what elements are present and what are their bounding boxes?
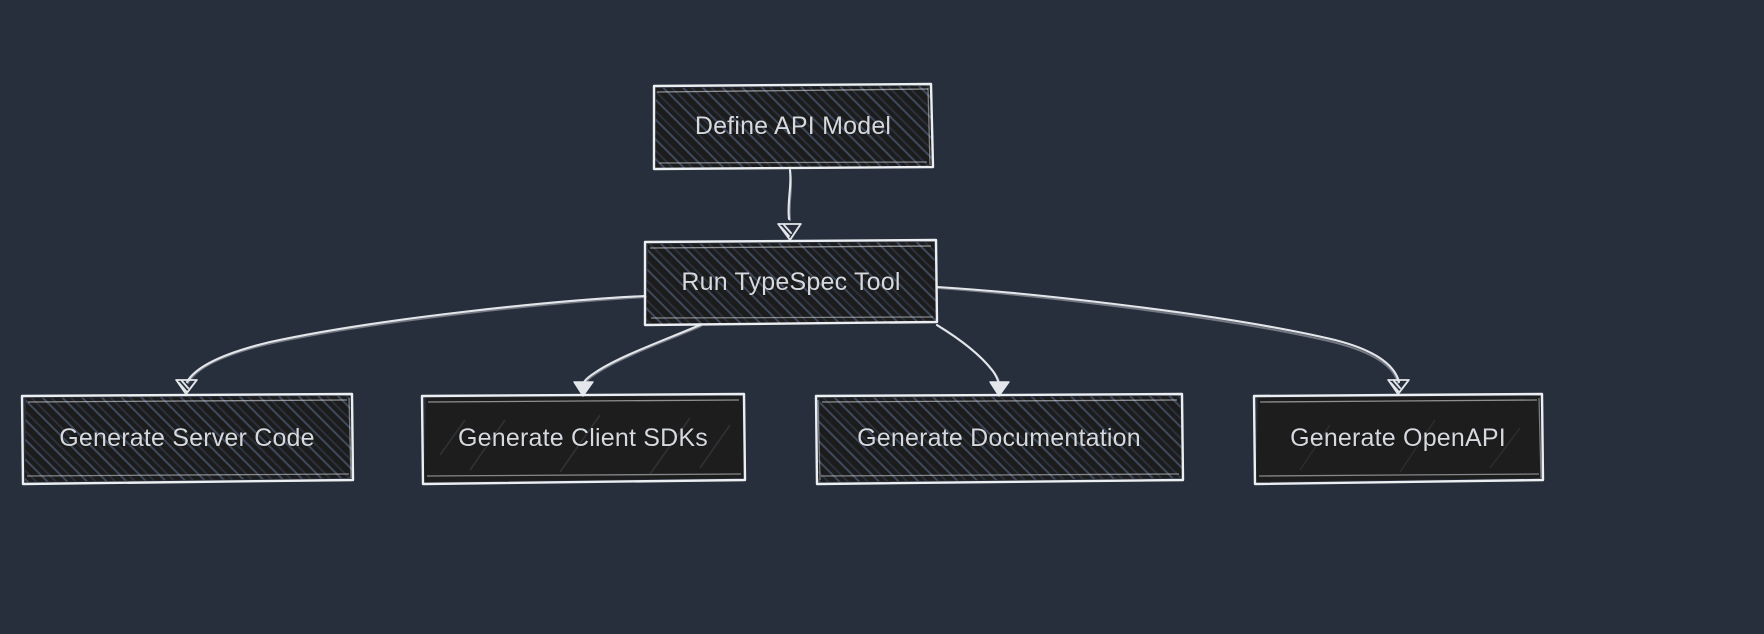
node-generate-openapi[interactable] (1252, 392, 1545, 486)
node-generate-documentation[interactable] (814, 392, 1185, 486)
edge-layer (175, 168, 1410, 397)
edge-run-to-docs (935, 323, 1010, 397)
edge-run-to-sdks (573, 323, 703, 397)
node-generate-server-code[interactable] (20, 392, 355, 486)
edge-run-to-server (175, 294, 648, 395)
node-run-typespec-tool[interactable] (643, 238, 939, 327)
edge-run-to-openapi (935, 285, 1410, 395)
node-generate-client-sdks[interactable] (420, 392, 747, 486)
edge-define-to-run (777, 168, 802, 241)
node-define-api-model[interactable] (652, 82, 935, 171)
